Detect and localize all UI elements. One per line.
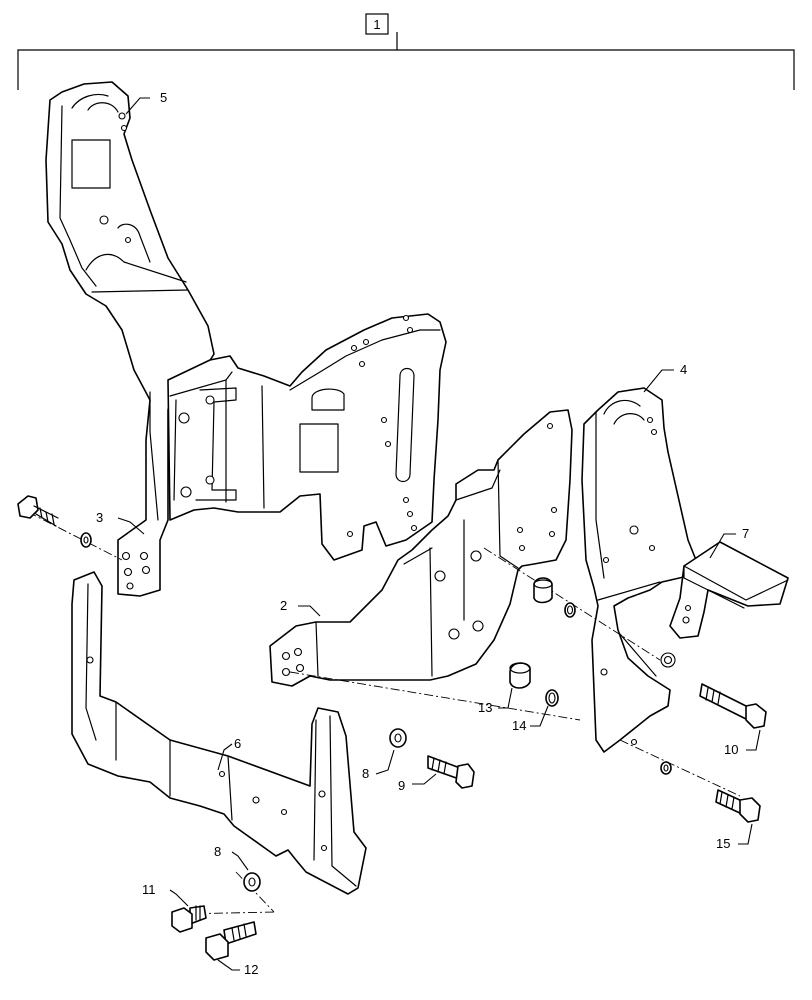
- washer-left-upper[interactable]: [80, 532, 92, 548]
- part-6-lower-bracket[interactable]: [71, 571, 367, 895]
- callout-8-upper-label: 8: [362, 766, 369, 781]
- part-13-spacer[interactable]: [509, 662, 531, 689]
- assembly-bracket: [17, 32, 795, 90]
- callout-14-label: 14: [512, 718, 526, 733]
- part-8-washer-lower[interactable]: [243, 872, 261, 892]
- bolt-left-upper[interactable]: [17, 495, 59, 527]
- spacer-upper[interactable]: [533, 577, 553, 604]
- part-2-angle-plate[interactable]: [269, 409, 573, 687]
- callout-1-label: 1: [373, 17, 380, 32]
- callout-9-label: 9: [398, 778, 405, 793]
- part-14-ring[interactable]: [545, 689, 559, 707]
- callout-4-label: 4: [680, 362, 687, 377]
- ring-upper[interactable]: [564, 602, 576, 618]
- part-4-right-plate[interactable]: [581, 387, 697, 753]
- part-10-bolt[interactable]: [699, 683, 767, 729]
- callout-6-label: 6: [234, 736, 241, 751]
- part-7-angle-bracket[interactable]: [669, 541, 789, 639]
- part-5-left-mount-plate[interactable]: [45, 81, 215, 597]
- part-11-bolt[interactable]: [171, 905, 207, 933]
- washer-right-lower[interactable]: [660, 761, 672, 775]
- callout-12-label: 12: [244, 962, 258, 977]
- callout-5-label: 5: [160, 90, 167, 105]
- callout-3-label: 3: [96, 510, 103, 525]
- callout-labels: 5 3 4 7 2 6 8 8 9 11 12 13 14 10 15: [96, 90, 749, 977]
- callout-7-label: 7: [742, 526, 749, 541]
- callout-2-label: 2: [280, 598, 287, 613]
- leader-lines: [117, 97, 761, 971]
- part-8-washer-upper[interactable]: [389, 728, 407, 748]
- part-12-bolt[interactable]: [205, 921, 257, 961]
- part-15-bolt[interactable]: [715, 789, 761, 823]
- callout-11-label: 11: [142, 882, 156, 897]
- callout-15-label: 15: [716, 836, 730, 851]
- callout-1-box[interactable]: 1: [365, 13, 389, 35]
- part-9-bolt[interactable]: [427, 755, 475, 789]
- callout-13-label: 13: [478, 700, 492, 715]
- part-3-center-plate[interactable]: [167, 313, 447, 561]
- callout-10-label: 10: [724, 742, 738, 757]
- callout-8-lower-label: 8: [214, 844, 221, 859]
